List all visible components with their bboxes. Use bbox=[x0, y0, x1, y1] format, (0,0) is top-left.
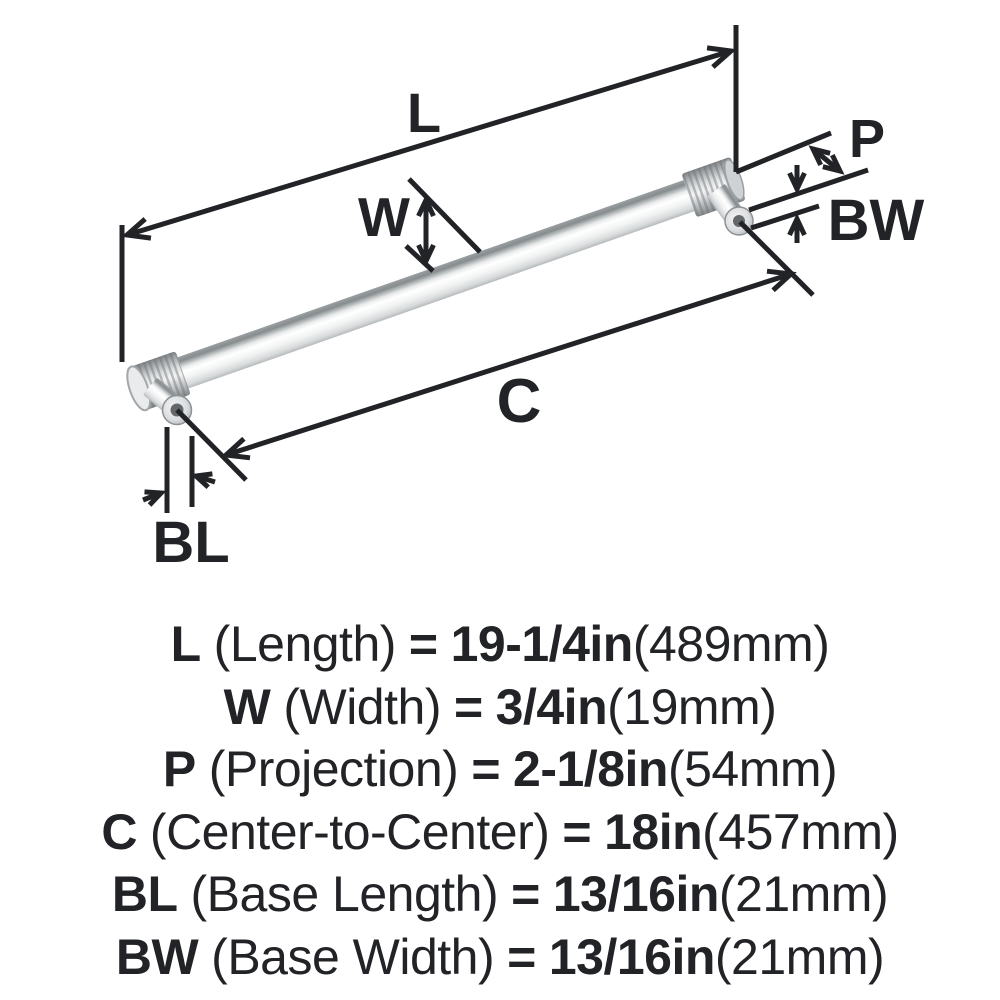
equals-sign: = bbox=[511, 866, 540, 922]
spec-value: 3/4in bbox=[495, 678, 608, 735]
spec-name: (Center-to-Center) bbox=[149, 803, 550, 860]
dim-base-width bbox=[787, 165, 807, 243]
equals-sign: = bbox=[507, 928, 536, 985]
spec-value: 19-1/4in bbox=[450, 616, 634, 672]
label-length: L bbox=[407, 81, 441, 144]
arrowhead bbox=[787, 213, 807, 237]
dim-width bbox=[416, 194, 436, 267]
spec-metric: (489mm) bbox=[632, 616, 830, 672]
arrowhead bbox=[808, 145, 831, 167]
arrowhead bbox=[121, 217, 152, 241]
arrowhead bbox=[190, 471, 213, 490]
arrowhead bbox=[220, 436, 251, 461]
spec-metric: (21mm) bbox=[714, 928, 885, 985]
label-width: W bbox=[358, 186, 410, 248]
dim-projection bbox=[808, 145, 845, 175]
spec-value: 2-1/8in bbox=[513, 741, 668, 797]
arrowhead bbox=[706, 45, 737, 69]
spec-name: (Base Width) bbox=[211, 928, 495, 985]
spec-name: (Projection) bbox=[208, 741, 459, 797]
dim-center-to-center bbox=[220, 268, 797, 461]
spec-metric: (21mm) bbox=[718, 866, 889, 922]
spec-label: C bbox=[101, 803, 137, 860]
right-base-flange bbox=[724, 206, 754, 236]
dimension-diagram: L W P C BL BW bbox=[119, 25, 925, 575]
dim-length bbox=[121, 45, 737, 241]
ext-line-projection-top bbox=[735, 130, 832, 175]
arrowhead bbox=[416, 194, 436, 218]
spec-value: 13/16in bbox=[548, 928, 716, 985]
spec-line-base-width: BW(Base Width)=13/16in(21mm) bbox=[0, 926, 1000, 989]
spec-label: L bbox=[170, 616, 202, 672]
spec-line-length: L(Length)=19-1/4in(489mm) bbox=[0, 613, 1000, 676]
spec-label: BW bbox=[115, 928, 199, 985]
spec-metric: (54mm) bbox=[667, 741, 838, 797]
spec-line-width: W(Width)=3/4in(19mm) bbox=[0, 676, 1000, 739]
equals-sign: = bbox=[562, 803, 592, 860]
label-projection: P bbox=[849, 109, 885, 169]
label-base-length: BL bbox=[152, 510, 229, 575]
spec-line-base-length: BL(Base Length)=13/16in(21mm) bbox=[0, 863, 1000, 926]
spec-label: BL bbox=[111, 866, 178, 922]
left-cap-face bbox=[126, 365, 152, 412]
dimension-specs: L(Length)=19-1/4in(489mm) W(Width)=3/4in… bbox=[0, 613, 1000, 988]
equals-sign: = bbox=[453, 678, 483, 735]
label-center-to-center: C bbox=[497, 367, 542, 436]
equals-sign: = bbox=[408, 616, 438, 672]
spec-name: (Base Length) bbox=[190, 866, 499, 922]
spec-name: (Length) bbox=[213, 616, 397, 672]
bar-shaft bbox=[171, 178, 701, 391]
spec-line-projection: P(Projection)=2-1/8in(54mm) bbox=[0, 738, 1000, 801]
extension-lines bbox=[119, 25, 869, 513]
spec-name: (Width) bbox=[283, 678, 441, 735]
arrowhead bbox=[416, 243, 436, 267]
spec-label: W bbox=[223, 678, 271, 735]
arrowhead bbox=[144, 489, 167, 507]
arrowhead bbox=[787, 171, 807, 195]
ext-line-width-top bbox=[407, 177, 482, 254]
ext-line-base-width-top bbox=[748, 167, 869, 213]
arrowhead bbox=[766, 268, 797, 293]
arrowhead bbox=[822, 153, 845, 175]
dim-base-length bbox=[142, 471, 216, 507]
spec-value: 13/16in bbox=[552, 866, 720, 922]
ext-line-center-left bbox=[175, 408, 248, 482]
handle-bar bbox=[126, 157, 754, 426]
equals-sign: = bbox=[471, 741, 501, 797]
ext-line-center-right bbox=[738, 220, 815, 297]
ext-line-base-width-bottom bbox=[750, 203, 820, 231]
spec-value: 18in bbox=[604, 803, 703, 860]
spec-label: P bbox=[162, 741, 196, 797]
label-base-width: BW bbox=[828, 188, 925, 253]
spec-metric: (19mm) bbox=[607, 678, 777, 735]
spec-metric: (457mm) bbox=[702, 803, 899, 860]
dimension-lines bbox=[121, 45, 845, 507]
right-cap-face bbox=[723, 159, 745, 201]
spec-line-center-to-center: C(Center-to-Center)=18in(457mm) bbox=[0, 801, 1000, 864]
ext-line-width-bottom bbox=[404, 244, 435, 273]
